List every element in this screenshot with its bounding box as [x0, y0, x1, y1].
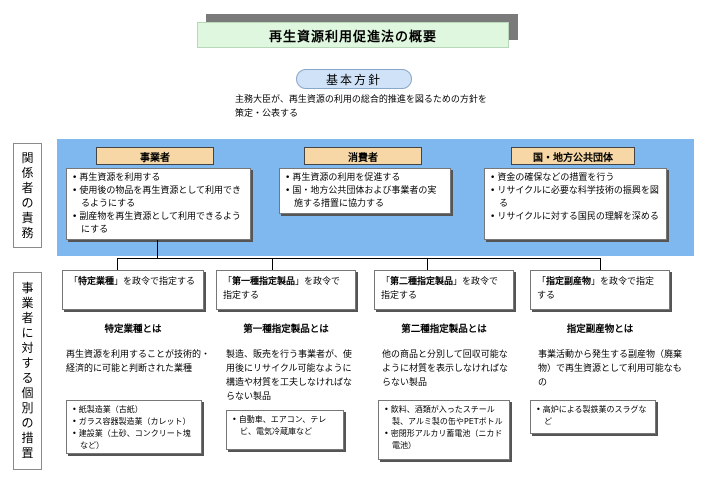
example-item: 紙製造業（古紙）	[72, 404, 196, 416]
category-suffix: を政令で指定する	[123, 277, 196, 287]
connector-line	[117, 258, 601, 259]
bracket: 「	[381, 277, 391, 287]
bracket: 「	[537, 277, 547, 287]
duty-item: 副産物を再生資源として利用できるようにする	[72, 211, 245, 237]
duty-item: 再生資源を利用する	[72, 172, 245, 185]
actor-label-business: 事業者	[96, 147, 214, 165]
example-item: ガラス容器製造業（カレット）	[72, 416, 196, 428]
actor-duties-consumer: 再生資源の利用を促進する 国・地方公共団体および事業者の実施する措置に協力する	[279, 168, 451, 214]
examples-box: 紙製造業（古紙） ガラス容器製造業（カレット） 建設業（土砂、コンクリート塊など…	[66, 400, 202, 454]
definition-text: 他の商品と分別して回収可能なように材質を表示しなければならない製品	[382, 350, 509, 388]
side-char: 個	[21, 386, 34, 400]
examples-box: 高炉による製鉄業のスラグなど	[530, 400, 656, 434]
category-box-designated-byproduct: 「指定副産物」を政令で指定する	[530, 270, 670, 310]
side-char: 者	[21, 180, 34, 195]
actor-duties-government: 資金の確保などの措置を行う リサイクルに必要な科学技術の振興を図る リサイクルに…	[484, 168, 667, 240]
definition-text: 製造、販売を行う事業者が、使用後にリサイクル可能なように構造や材質を工夫しなけれ…	[226, 350, 353, 402]
duty-item: 国・地方公共団体および事業者の実施する措置に協力する	[285, 185, 445, 211]
bracket: 」	[114, 277, 124, 287]
definition-text: 再生資源を利用することが技術的・経済的に可能と判断された業種	[66, 350, 211, 374]
category-name: 第一種指定製品	[232, 277, 296, 287]
side-char: の	[21, 416, 34, 430]
examples-box: 飲料、酒類が入ったスチール製、アルミ製の缶やPETボトル 密閉形アルカリ蓄電池（…	[378, 400, 510, 460]
connector-line	[427, 258, 428, 270]
side-char: 業	[21, 296, 34, 310]
connector-line	[157, 240, 158, 258]
definition-text: 事業活動から発生する副産物（廃棄物）で再生資源として利用可能なもの	[538, 350, 683, 388]
actor-duties-business: 再生資源を利用する 使用後の物品を再生資源として利用できるようにする 副産物を再…	[66, 168, 251, 240]
side-char: る	[21, 371, 34, 385]
side-char: 責	[21, 210, 34, 225]
side-char: の	[21, 195, 34, 210]
category-suffix: を政令で指定する	[537, 277, 655, 301]
side-char: す	[21, 356, 34, 370]
actor-label-government: 国・地方公共団体	[511, 147, 635, 165]
side-char: 事	[21, 281, 34, 295]
category-suffix: を政令で指定する	[381, 277, 499, 301]
duty-item: リサイクルに必要な科学技術の振興を図る	[490, 185, 661, 211]
duty-item: リサイクルに対する国民の理解を深める	[490, 211, 661, 224]
example-item: 飲料、酒類が入ったスチール製、アルミ製の缶やPETボトル	[384, 404, 504, 428]
bracket: 」	[295, 277, 305, 287]
basic-policy-description: 主務大臣が、再生資源の利用の総合的推進を図るための方針を策定・公表する	[235, 95, 487, 119]
bracket: 」	[591, 277, 601, 287]
side-char: 置	[21, 446, 34, 460]
connector-line	[272, 258, 273, 270]
category-box-type2-product: 「第二種指定製品」を政令で指定する	[374, 270, 514, 310]
bracket: 「	[223, 277, 233, 287]
side-char: 対	[21, 341, 34, 355]
duty-item: 再生資源の利用を促進する	[285, 172, 445, 185]
connector-line	[117, 258, 118, 270]
category-name: 指定副産物	[546, 277, 592, 287]
side-char: 務	[21, 225, 34, 240]
definition-title: 特定業種とは	[104, 324, 162, 335]
side-char: 別	[21, 401, 34, 415]
example-item: 密閉形アルカリ蓄電池（ニカド電池）	[384, 428, 504, 452]
duty-item: 使用後の物品を再生資源として利用できるようにする	[72, 185, 245, 211]
example-item: 高炉による製鉄業のスラグなど	[536, 404, 650, 428]
example-item: 建設業（土砂、コンクリート塊など）	[72, 428, 196, 452]
category-box-specified-industry: 「特定業種」を政令で指定する	[62, 270, 204, 310]
bracket: 「	[69, 277, 79, 287]
side-char: 係	[21, 165, 34, 180]
bracket: 」	[453, 277, 463, 287]
example-item: 自動車、エアコン、テレビ、電気冷蔵庫など	[232, 414, 338, 438]
definition-title: 指定副産物とは	[566, 324, 634, 335]
side-char: 措	[21, 431, 34, 445]
connector-line	[600, 258, 601, 270]
definition-title: 第二種指定製品とは	[401, 324, 487, 335]
page-title: 再生資源利用促進法の概要	[197, 22, 509, 48]
basic-policy-label: 基本方針	[296, 69, 412, 89]
side-label-responsibilities: 関 係 者 の 責 務	[13, 143, 42, 248]
category-box-type1-product: 「第一種指定製品」を政令で指定する	[216, 270, 356, 310]
side-label-individual-measures: 事 業 者 に 対 す る 個 別 の 措 置	[13, 272, 42, 470]
duty-item: 資金の確保などの措置を行う	[490, 172, 661, 185]
category-suffix: を政令で指定する	[223, 277, 341, 301]
examples-box: 自動車、エアコン、テレビ、電気冷蔵庫など	[226, 410, 344, 450]
actor-label-consumer: 消費者	[304, 147, 422, 165]
side-char: に	[21, 326, 34, 340]
category-name: 第二種指定製品	[390, 277, 454, 287]
category-name: 特定業種	[78, 277, 115, 287]
side-char: 者	[21, 311, 34, 325]
definition-title: 第一種指定製品とは	[243, 324, 329, 335]
side-char: 関	[21, 150, 34, 165]
